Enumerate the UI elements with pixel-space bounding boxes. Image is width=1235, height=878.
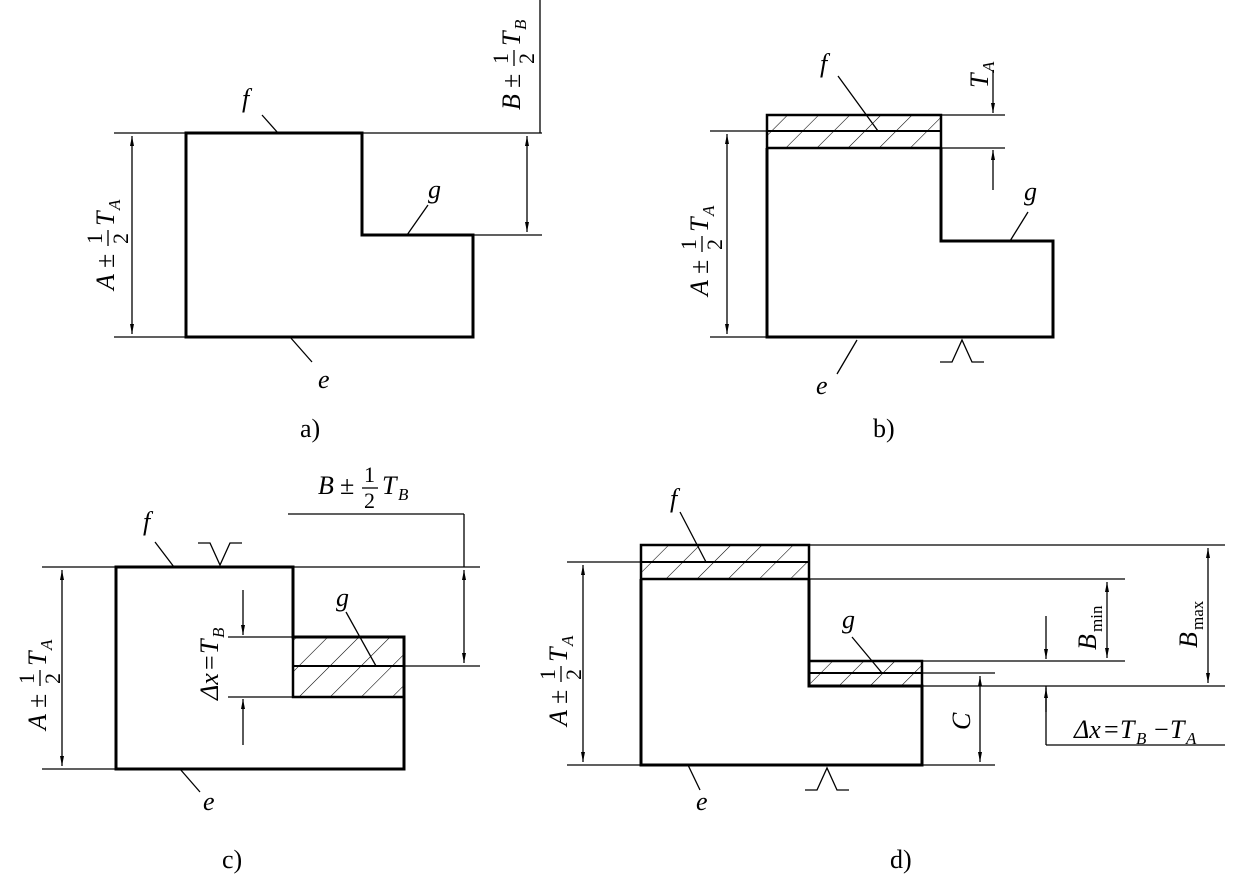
dimension-text-Bmax: B max [1174,600,1207,648]
svg-text:2: 2 [702,239,727,250]
surface-label-g: g [428,175,441,204]
svg-text:T: T [685,216,714,232]
svg-text:B: B [209,627,228,638]
svg-text:=: = [1104,715,1119,744]
dimension-text-TA-b: T A [965,61,998,88]
svg-text:1: 1 [364,462,375,487]
svg-text:B: B [398,485,409,504]
figure-c: f g e B ± 1 2 T B A ± 1 2 T A Δx = T B [14,462,480,874]
svg-text:B: B [511,19,530,30]
surface-label-f: f [670,484,681,513]
svg-text:2: 2 [514,53,539,64]
svg-text:Δx: Δx [195,673,224,701]
surface-label-e: e [696,787,708,816]
svg-text:A: A [544,710,573,728]
caption-c: c) [222,845,242,874]
svg-text:1: 1 [14,673,39,684]
svg-text:A: A [558,635,577,647]
svg-text:±: ± [685,260,714,274]
svg-text:2: 2 [561,669,586,680]
surface-label-g: g [842,605,855,634]
svg-text:T: T [1170,715,1186,744]
svg-text:B: B [1174,632,1203,648]
svg-text:A: A [91,274,120,292]
dimension-text-B-a: B ± 1 2 T B [488,19,539,110]
svg-text:±: ± [340,471,354,500]
svg-text:B: B [318,471,334,500]
svg-text:C: C [947,712,976,730]
svg-text:2: 2 [40,673,65,684]
svg-text:A: A [685,280,714,298]
figure-a: f g e A ± 1 2 T A B ± 1 2 T B a) [82,0,542,443]
svg-text:A: A [23,714,52,732]
svg-text:1: 1 [535,669,560,680]
locating-support-symbol-c [198,542,242,567]
svg-text:B: B [1073,634,1102,650]
svg-text:T: T [91,210,120,226]
svg-text:±: ± [544,690,573,704]
figure-d: f g e A ± 1 2 T A B min B max C Δx = T B… [535,484,1225,874]
locating-support-symbol-d [805,766,849,791]
svg-text:T: T [544,646,573,662]
part-outline-b [765,148,1055,339]
surface-label-e: e [318,365,330,394]
svg-text:A: A [1185,729,1197,748]
svg-text:B: B [497,94,526,110]
dimension-text-B-c: B ± 1 2 T B [318,462,409,513]
svg-text:±: ± [497,74,526,88]
svg-text:T: T [23,650,52,666]
svg-text:=: = [195,655,224,670]
surface-label-f: f [242,84,253,113]
svg-text:1: 1 [676,239,701,250]
svg-text:A: A [105,199,124,211]
svg-text:1: 1 [82,233,107,244]
svg-text:±: ± [23,694,52,708]
svg-text:A: A [979,61,998,73]
surface-label-f: f [820,49,831,78]
dimension-text-dx-c: Δx = T B [195,627,228,701]
svg-text:2: 2 [364,488,375,513]
svg-text:−: − [1154,715,1169,744]
caption-d: d) [890,845,912,874]
svg-text:A: A [699,205,718,217]
svg-text:max: max [1188,600,1207,630]
dimension-text-A-d: A ± 1 2 T A [535,635,586,728]
svg-text:T: T [965,72,994,88]
surface-label-g: g [336,583,349,612]
svg-text:T: T [497,30,526,46]
dimension-text-A-a: A ± 1 2 T A [82,199,133,292]
svg-text:T: T [382,471,398,500]
caption-b: b) [873,414,895,443]
surface-label-e: e [203,787,215,816]
part-outline-d [639,579,924,767]
figure-b: f g e T A A ± 1 2 T A b) [676,49,1055,443]
svg-text:1: 1 [488,53,513,64]
svg-text:min: min [1087,605,1106,632]
svg-text:T: T [195,638,224,654]
surface-label-e: e [816,371,828,400]
svg-text:±: ± [91,254,120,268]
surface-label-g: g [1024,177,1037,206]
dimension-text-dx-d: Δx = T B − T A [1073,715,1197,748]
dimension-text-C: C [947,712,976,730]
svg-text:2: 2 [108,233,133,244]
locating-support-symbol-b [940,338,984,363]
part-outline-a [184,131,475,339]
svg-text:Δx: Δx [1073,715,1101,744]
dimension-text-Bmin: B min [1073,605,1106,650]
dimension-text-A-b: A ± 1 2 T A [676,205,727,298]
dimension-text-A-c: A ± 1 2 T A [14,639,65,732]
caption-a: a) [300,414,320,443]
svg-text:A: A [37,639,56,651]
svg-text:B: B [1136,729,1147,748]
svg-text:T: T [1120,715,1136,744]
surface-label-f: f [143,507,154,536]
